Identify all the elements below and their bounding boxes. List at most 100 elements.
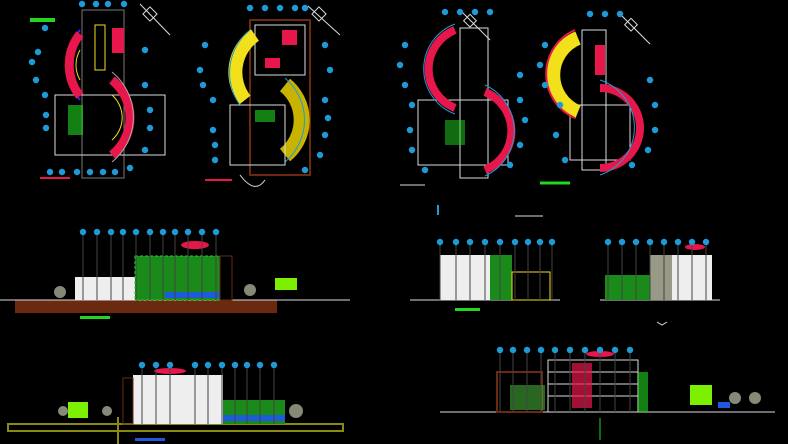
grid-bubble-icon (132, 228, 140, 236)
grid-bubble-icon (204, 361, 212, 369)
floor-plan-2 (205, 19, 311, 187)
grid-bubble-icon (604, 238, 612, 246)
grid-bubble-icon (119, 228, 127, 236)
grid-bubble-icon (291, 4, 299, 12)
grid-bubble-icon (196, 66, 204, 74)
grid-bubble-icon (536, 61, 544, 69)
floor-plan-3 (400, 23, 543, 217)
grid-bubble-icon (396, 61, 404, 69)
grid-bubble-icon (46, 168, 54, 176)
grid-bubble-icon (199, 81, 207, 89)
grid-bubble-icon (401, 41, 409, 49)
grid-bubble-icon (586, 10, 594, 18)
grid-bubble-icon (316, 151, 324, 159)
grid-bubble-icon (646, 238, 654, 246)
grid-bubble-icon (702, 238, 710, 246)
grid-bubble-icon (120, 0, 128, 8)
grid-bubble-icon (93, 228, 101, 236)
grid-bubble-icon (146, 228, 154, 236)
grid-bubble-icon (146, 124, 154, 132)
grid-bubble-icon (256, 361, 264, 369)
grid-bubble-icon (421, 166, 429, 174)
grid-bubble-icon (551, 346, 559, 354)
grid-bubble-icon (321, 41, 329, 49)
grid-bubble-icon (34, 48, 42, 56)
grid-bubble-icon (441, 8, 449, 16)
grid-bubble-icon (126, 164, 134, 172)
grid-bubble-icon (401, 81, 409, 89)
grid-bubble-icon (466, 238, 474, 246)
grid-bubble-icon (516, 71, 524, 79)
grid-bubble-icon (616, 10, 624, 18)
north-arrow-icon (461, 11, 491, 41)
grid-bubble-icon (270, 361, 278, 369)
grid-bubble-icon (79, 228, 87, 236)
grid-bubble-icon (301, 4, 309, 12)
grid-bubble-icon (276, 4, 284, 12)
grid-bubble-icon (42, 111, 50, 119)
grid-bubble-icon (201, 41, 209, 49)
grid-bubble-icon (537, 346, 545, 354)
grid-bubble-icon (556, 101, 564, 109)
grid-bubble-icon (521, 116, 529, 124)
grid-bubble-icon (138, 361, 146, 369)
grid-bubble-icon (486, 8, 494, 16)
grid-bubble-icon (198, 228, 206, 236)
grid-bubble-icon (78, 0, 86, 8)
grid-bubble-icon (32, 76, 40, 84)
grid-bubble-icon (211, 156, 219, 164)
grid-bubble-icon (42, 124, 50, 132)
grid-bubble-icon (644, 146, 652, 154)
grid-bubble-icon (152, 361, 160, 369)
floor-plan-1 (30, 9, 166, 179)
grid-bubble-icon (524, 238, 532, 246)
grid-bubble-icon (408, 146, 416, 154)
grid-bubble-icon (496, 238, 504, 246)
grid-bubble-icon (141, 146, 149, 154)
grid-bubble-icon (73, 168, 81, 176)
grid-bubble-icon (601, 10, 609, 18)
grid-bubble-icon (107, 228, 115, 236)
north-arrow-icon (621, 15, 651, 45)
elevation-front (0, 241, 350, 319)
floor-plan-4 (540, 29, 644, 185)
grid-bubble-icon (651, 126, 659, 134)
grid-bubble-icon (246, 4, 254, 12)
grid-bubble-icon (548, 238, 556, 246)
grid-bubble-icon (541, 81, 549, 89)
grid-bubble-icon (243, 361, 251, 369)
grid-bubble-icon (324, 114, 332, 122)
grid-bubble-icon (552, 131, 560, 139)
grid-bubble-icon (628, 161, 636, 169)
grid-bubble-icon (104, 0, 112, 8)
grid-bubble-icon (406, 126, 414, 134)
grid-bubble-icon (688, 238, 696, 246)
grid-bubble-icon (159, 228, 167, 236)
grid-bubble-icon (86, 168, 94, 176)
grid-bubble-icon (41, 24, 49, 32)
grid-bubble-icon (141, 81, 149, 89)
grid-bubble-icon (141, 46, 149, 54)
grid-bubble-icon (326, 66, 334, 74)
grid-bubble-icon (561, 156, 569, 164)
grid-bubble-icon (436, 238, 444, 246)
grid-bubble-icon (58, 168, 66, 176)
north-arrow-icon (307, 5, 341, 36)
grid-bubbles (28, 0, 710, 424)
grid-bubble-icon (626, 346, 634, 354)
grid-bubble-icon (321, 96, 329, 104)
grid-bubble-icon (660, 238, 668, 246)
grid-bubble-icon (511, 238, 519, 246)
grid-bubble-icon (481, 238, 489, 246)
grid-bubble-icon (541, 41, 549, 49)
grid-bubble-icon (184, 228, 192, 236)
grid-bubble-icon (632, 238, 640, 246)
grid-bubble-icon (581, 346, 589, 354)
grid-bubble-icon (566, 346, 574, 354)
grid-bubble-icon (452, 238, 460, 246)
grid-bubble-icon (28, 58, 36, 66)
grid-bubble-icon (171, 228, 179, 236)
grid-bubble-icon (536, 238, 544, 246)
